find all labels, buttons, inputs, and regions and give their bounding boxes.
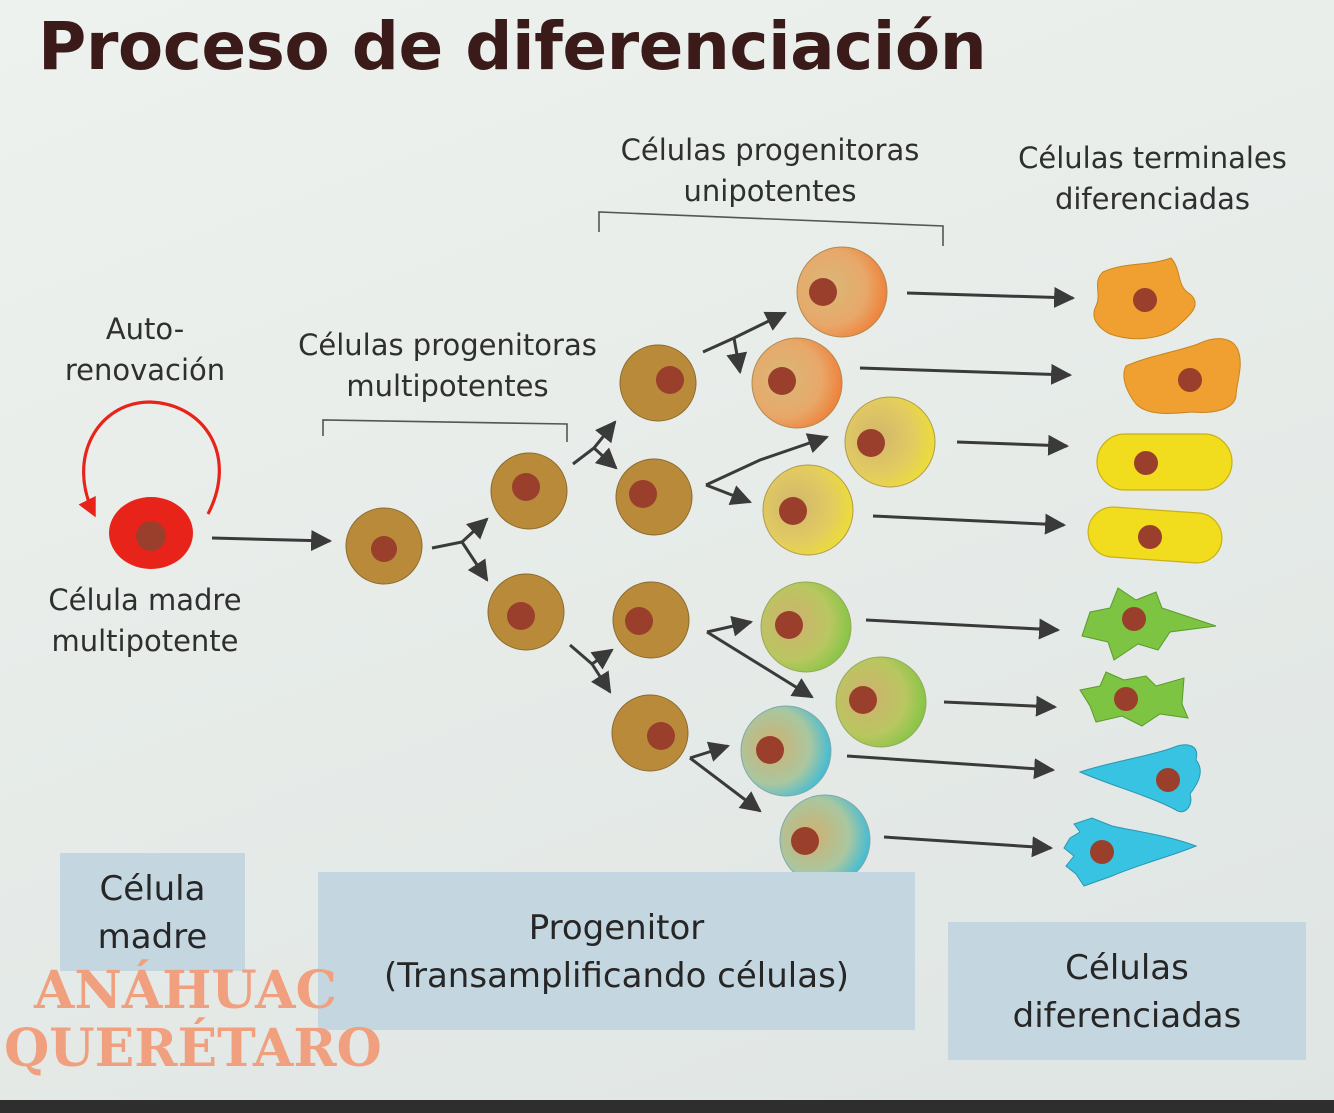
branch-arrow (570, 645, 612, 664)
branch-arrow (734, 338, 740, 372)
bracket-unipotent (599, 212, 943, 246)
terminal-cell-cyan (1064, 818, 1196, 886)
differentiation-arrow (847, 756, 1053, 770)
unipotent-cell-yellow (845, 397, 935, 487)
bracket-multipotent (323, 420, 567, 442)
unipotent-cell-cyan (741, 706, 831, 796)
terminal-cell-green (1080, 672, 1188, 726)
progenitor-cell (346, 508, 422, 584)
unipotent-cell-green (761, 582, 851, 672)
progenitor-box: Progenitor(Transamplificando células) (318, 872, 915, 1030)
terminal-cell-green (1082, 588, 1216, 660)
unipotent-cell-green (836, 657, 926, 747)
branch-arrow (592, 664, 610, 692)
branch-arrow (462, 542, 487, 580)
unipotent-cell-yellow (763, 465, 853, 555)
differentiation-arrow (907, 293, 1073, 298)
differentiation-arrow (866, 620, 1058, 630)
differentiation-arrow (873, 516, 1064, 525)
progenitor-cell (491, 453, 567, 529)
branch-arrow (690, 746, 728, 758)
progenitor-cell (488, 574, 564, 650)
differentiation-arrow (957, 442, 1067, 446)
progenitor-cell (612, 695, 688, 771)
progenitor-box-label: Progenitor(Transamplificando células) (318, 904, 915, 1000)
differentiation-arrow (884, 837, 1051, 848)
branch-arrow (707, 622, 751, 632)
unipotent-cell-orange (752, 338, 842, 428)
progenitor-cell (620, 345, 696, 421)
terminal-cell-yellow (1086, 505, 1223, 564)
terminal-cell-cyan (1080, 745, 1200, 812)
progenitor-cell (613, 582, 689, 658)
branch-arrow (432, 519, 487, 548)
terminal-cell-orange (1094, 258, 1195, 339)
stem-cell (109, 497, 193, 569)
anahuac-queretaro-logo: ANÁHUAC QUERÉTARO (4, 962, 382, 1078)
terminal-cell-orange (1124, 339, 1240, 414)
differentiation-arrow (860, 368, 1070, 375)
branch-arrow (706, 485, 750, 502)
progenitor-cell (616, 459, 692, 535)
differentiation-arrow (944, 702, 1055, 707)
terminal-cell-yellow (1097, 434, 1232, 490)
arrow-stem-to-progenitor (212, 538, 330, 541)
unipotent-cell-orange (797, 247, 887, 337)
screen-bezel (0, 1100, 1334, 1113)
branch-arrow (594, 448, 616, 468)
branch-arrow (573, 422, 615, 464)
